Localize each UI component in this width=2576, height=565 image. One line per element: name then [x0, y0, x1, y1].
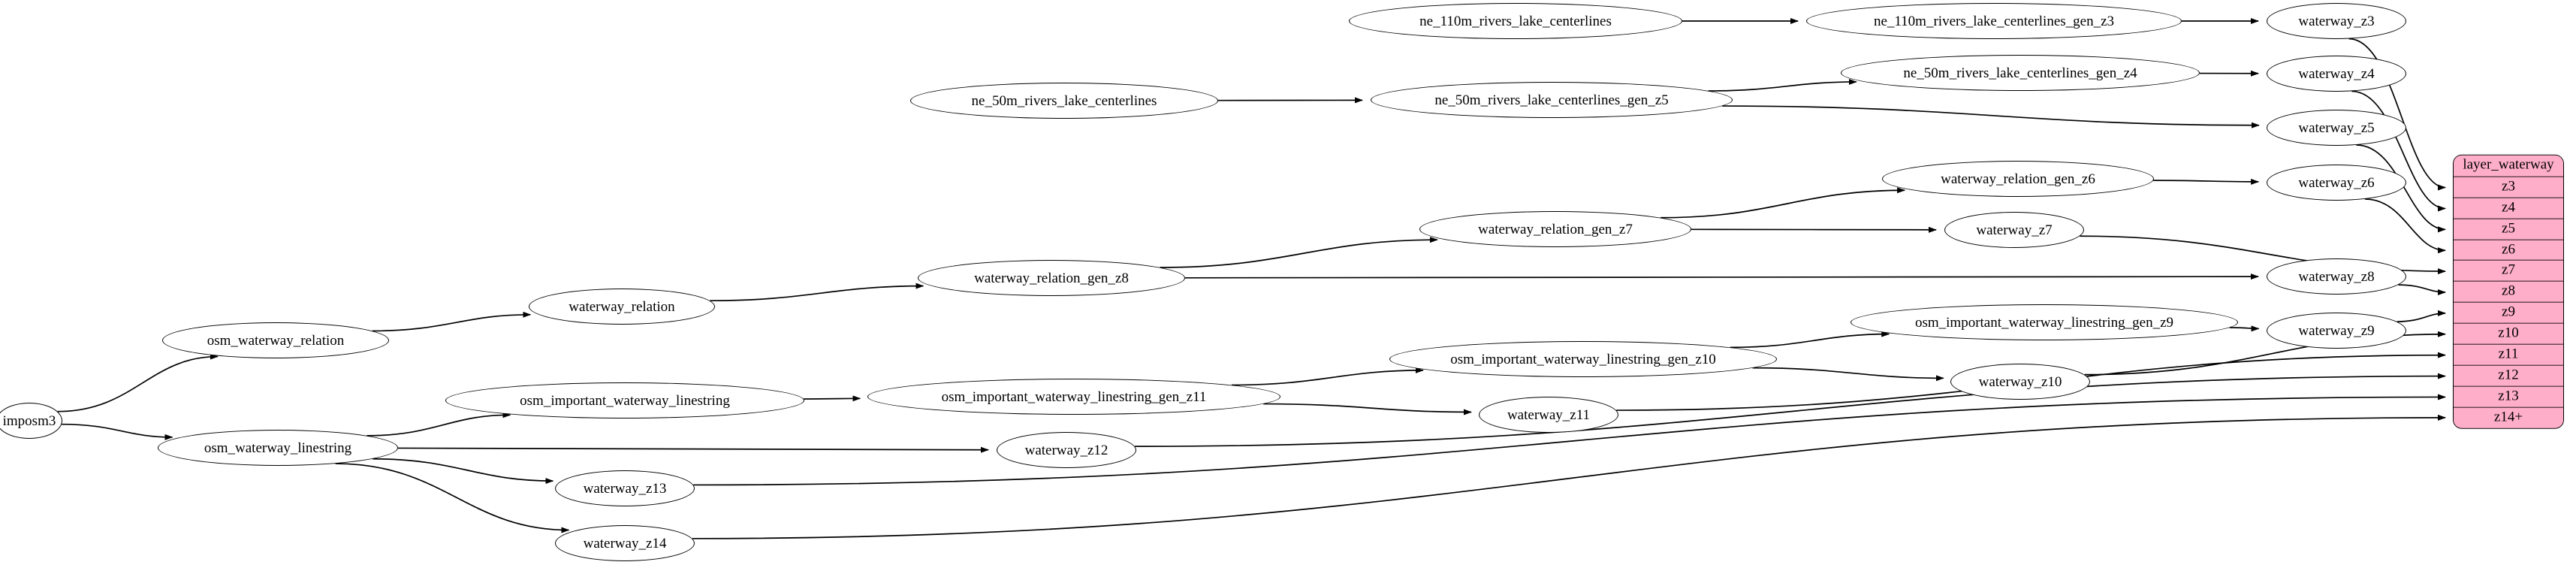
- node-waterway_z12[interactable]: waterway_z12: [997, 432, 1136, 468]
- node-waterway_z9[interactable]: waterway_z9: [2267, 313, 2406, 349]
- edge: [2153, 178, 2260, 185]
- node-label: waterway_z9: [2298, 322, 2375, 339]
- node-waterway_z11[interactable]: waterway_z11: [1479, 397, 1618, 433]
- node-label: osm_waterway_relation: [207, 332, 345, 349]
- node-label: ne_110m_rivers_lake_centerlines: [1419, 13, 1612, 29]
- layer-table-header: layer_waterway: [2454, 155, 2563, 177]
- layer-table-row-z11[interactable]: z11: [2454, 344, 2563, 366]
- edge: [397, 446, 990, 453]
- edge: [372, 311, 532, 332]
- node-label: waterway_z6: [2298, 174, 2375, 191]
- edge: [1722, 105, 2260, 128]
- node-label: osm_important_waterway_linestring: [520, 392, 730, 409]
- node-label: osm_waterway_linestring: [204, 440, 352, 456]
- node-waterway_relation[interactable]: waterway_relation: [529, 289, 715, 325]
- node-waterway_z7[interactable]: waterway_z7: [1944, 212, 2084, 248]
- node-ne_110m_rivers_lake_centerlines_gen_z3[interactable]: ne_110m_rivers_lake_centerlines_gen_z3: [1806, 3, 2182, 39]
- node-osm_important_waterway_linestring_gen_z10[interactable]: osm_important_waterway_linestring_gen_z1…: [1389, 341, 1777, 377]
- node-label: waterway_z8: [2298, 268, 2375, 285]
- edge: [2397, 310, 2446, 322]
- edge: [57, 353, 219, 412]
- node-waterway_z8[interactable]: waterway_z8: [2267, 258, 2406, 295]
- node-waterway_z13[interactable]: waterway_z13: [555, 470, 695, 506]
- node-label: waterway_z10: [1978, 373, 2062, 390]
- node-label: ne_50m_rivers_lake_centerlines: [971, 92, 1157, 109]
- layer-table-row-z8[interactable]: z8: [2454, 282, 2563, 303]
- layer-table-row-z9[interactable]: z9: [2454, 302, 2563, 324]
- node-imposm3[interactable]: imposm3: [0, 403, 62, 439]
- node-waterway_z5[interactable]: waterway_z5: [2267, 110, 2406, 146]
- node-waterway_z3[interactable]: waterway_z3: [2267, 3, 2406, 39]
- node-label: ne_50m_rivers_lake_centerlines_gen_z4: [1903, 65, 2137, 81]
- node-label: osm_important_waterway_linestring_gen_z9: [1914, 314, 2174, 331]
- node-label: imposm3: [2, 412, 56, 429]
- edge: [692, 414, 2446, 539]
- edge: [373, 458, 554, 485]
- node-waterway_z4[interactable]: waterway_z4: [2267, 56, 2406, 92]
- node-label: waterway_z13: [583, 480, 667, 497]
- edge: [335, 463, 570, 533]
- node-label: waterway_z4: [2298, 65, 2375, 82]
- edge: [1184, 273, 2259, 280]
- node-ne_50m_rivers_lake_centerlines_gen_z5[interactable]: ne_50m_rivers_lake_centerlines_gen_z5: [1371, 82, 1733, 118]
- node-label: osm_important_waterway_linestring_gen_z1…: [1450, 351, 1716, 367]
- edge: [804, 395, 861, 402]
- node-label: ne_110m_rivers_lake_centerlines_gen_z3: [1873, 13, 2115, 29]
- edge: [710, 282, 925, 302]
- edge: [1263, 403, 1472, 415]
- layer-table-row-z10[interactable]: z10: [2454, 323, 2563, 345]
- node-waterway_relation_gen_z7[interactable]: waterway_relation_gen_z7: [1419, 211, 1691, 247]
- node-osm_important_waterway_linestring_gen_z11[interactable]: osm_important_waterway_linestring_gen_z1…: [867, 379, 1280, 415]
- layer-table-row-z14plus[interactable]: z14+: [2454, 407, 2563, 428]
- node-waterway_relation_gen_z8[interactable]: waterway_relation_gen_z8: [918, 260, 1185, 296]
- edge: [1691, 226, 1937, 233]
- layer-table-row-z13[interactable]: z13: [2454, 386, 2563, 408]
- edge: [2364, 198, 2446, 254]
- layer-table-row-z7[interactable]: z7: [2454, 261, 2563, 282]
- node-label: waterway_z14: [583, 535, 667, 551]
- node-ne_50m_rivers_lake_centerlines[interactable]: ne_50m_rivers_lake_centerlines: [910, 83, 1218, 119]
- edge: [1708, 78, 1857, 92]
- edge: [1730, 331, 1890, 349]
- node-label: waterway_z12: [1024, 442, 1109, 458]
- node-label: waterway_relation_gen_z6: [1941, 171, 2095, 187]
- edge: [1160, 237, 1438, 268]
- layer-table-row-z12[interactable]: z12: [2454, 365, 2563, 387]
- node-osm_important_waterway_linestring_gen_z9[interactable]: osm_important_waterway_linestring_gen_z9: [1851, 304, 2238, 340]
- layer-table-row-z3[interactable]: z3: [2454, 177, 2563, 198]
- node-label: waterway_z11: [1507, 406, 1591, 423]
- layer-table-row-z5[interactable]: z5: [2454, 219, 2563, 240]
- node-waterway_z6[interactable]: waterway_z6: [2267, 165, 2406, 201]
- edge: [1660, 187, 1906, 219]
- node-waterway_z14[interactable]: waterway_z14: [555, 525, 695, 561]
- edge: [62, 423, 173, 440]
- node-label: waterway_relation: [569, 298, 675, 315]
- layer-table-row-z4[interactable]: z4: [2454, 198, 2563, 219]
- node-ne_110m_rivers_lake_centerlines[interactable]: ne_110m_rivers_lake_centerlines: [1349, 3, 1682, 39]
- node-label: osm_important_waterway_linestring_gen_z1…: [941, 388, 1207, 405]
- node-label: waterway_z7: [1976, 222, 2053, 238]
- node-osm_important_waterway_linestring[interactable]: osm_important_waterway_linestring: [445, 382, 804, 418]
- node-label: waterway_z3: [2298, 13, 2375, 29]
- node-label: ne_50m_rivers_lake_centerlines_gen_z5: [1434, 92, 1669, 108]
- node-label: waterway_relation_gen_z7: [1478, 221, 1633, 237]
- node-label: waterway_relation_gen_z8: [974, 270, 1129, 286]
- node-osm_waterway_linestring[interactable]: osm_waterway_linestring: [158, 430, 398, 466]
- edge: [2398, 284, 2446, 295]
- node-waterway_z10[interactable]: waterway_z10: [1950, 364, 2090, 400]
- edge: [1135, 373, 2446, 447]
- node-osm_waterway_relation[interactable]: osm_waterway_relation: [162, 322, 389, 358]
- edge: [366, 412, 511, 437]
- node-label: waterway_z5: [2298, 119, 2375, 136]
- node-waterway_relation_gen_z6[interactable]: waterway_relation_gen_z6: [1882, 161, 2154, 197]
- node-ne_50m_rivers_lake_centerlines_gen_z4[interactable]: ne_50m_rivers_lake_centerlines_gen_z4: [1841, 55, 2200, 91]
- edge: [1232, 367, 1424, 386]
- layer-table-row-z6[interactable]: z6: [2454, 240, 2563, 261]
- edge: [1752, 367, 1944, 382]
